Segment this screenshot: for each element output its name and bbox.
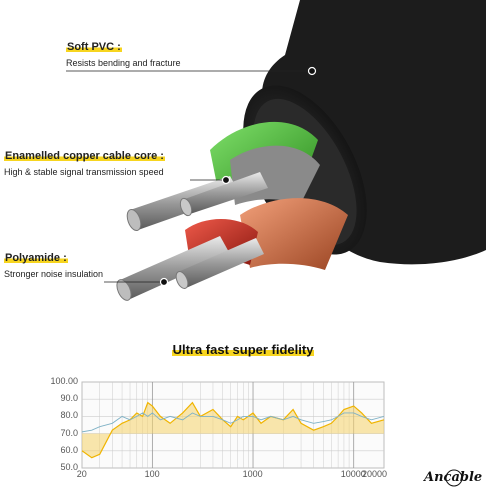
y-tick-label: 100.00 — [50, 376, 78, 386]
x-tick-label: 20 — [76, 469, 87, 479]
y-tick-label: 50.0 — [60, 462, 78, 472]
callout-title-core: Enamelled copper cable core : — [4, 150, 165, 162]
y-tick-label: 90.0 — [60, 393, 78, 404]
copper-strands — [240, 198, 348, 270]
callout-desc-pvc: Resists bending and fracture — [66, 58, 181, 68]
callout-desc-core: High & stable signal transmission speed — [4, 167, 164, 177]
ancable-logo-mark — [445, 469, 463, 487]
x-tick-label: 10000 — [340, 469, 366, 479]
series-line — [81, 401, 385, 459]
brand-logo-text: Ancable — [424, 470, 483, 485]
y-tick-label: 60.0 — [60, 444, 78, 455]
x-tick-label: 20000 — [362, 469, 388, 479]
callout-title-pvc: Soft PVC : — [66, 41, 122, 53]
callout-lines — [66, 66, 317, 287]
chart-title: Ultra fast super fidelity — [171, 342, 315, 357]
x-tick-label: 1000 — [242, 469, 263, 479]
frequency-response-chart — [81, 381, 385, 469]
series-area — [82, 402, 384, 458]
y-tick-label: 70.0 — [60, 427, 78, 438]
callout-title-polyamide: Polyamide : — [4, 252, 68, 264]
x-tick-label: 100 — [144, 469, 160, 479]
callout-desc-polyamide: Stronger noise insulation — [4, 269, 104, 279]
silver-wires — [116, 172, 268, 301]
series-line — [81, 412, 385, 433]
y-tick-label: 80.0 — [60, 410, 78, 421]
